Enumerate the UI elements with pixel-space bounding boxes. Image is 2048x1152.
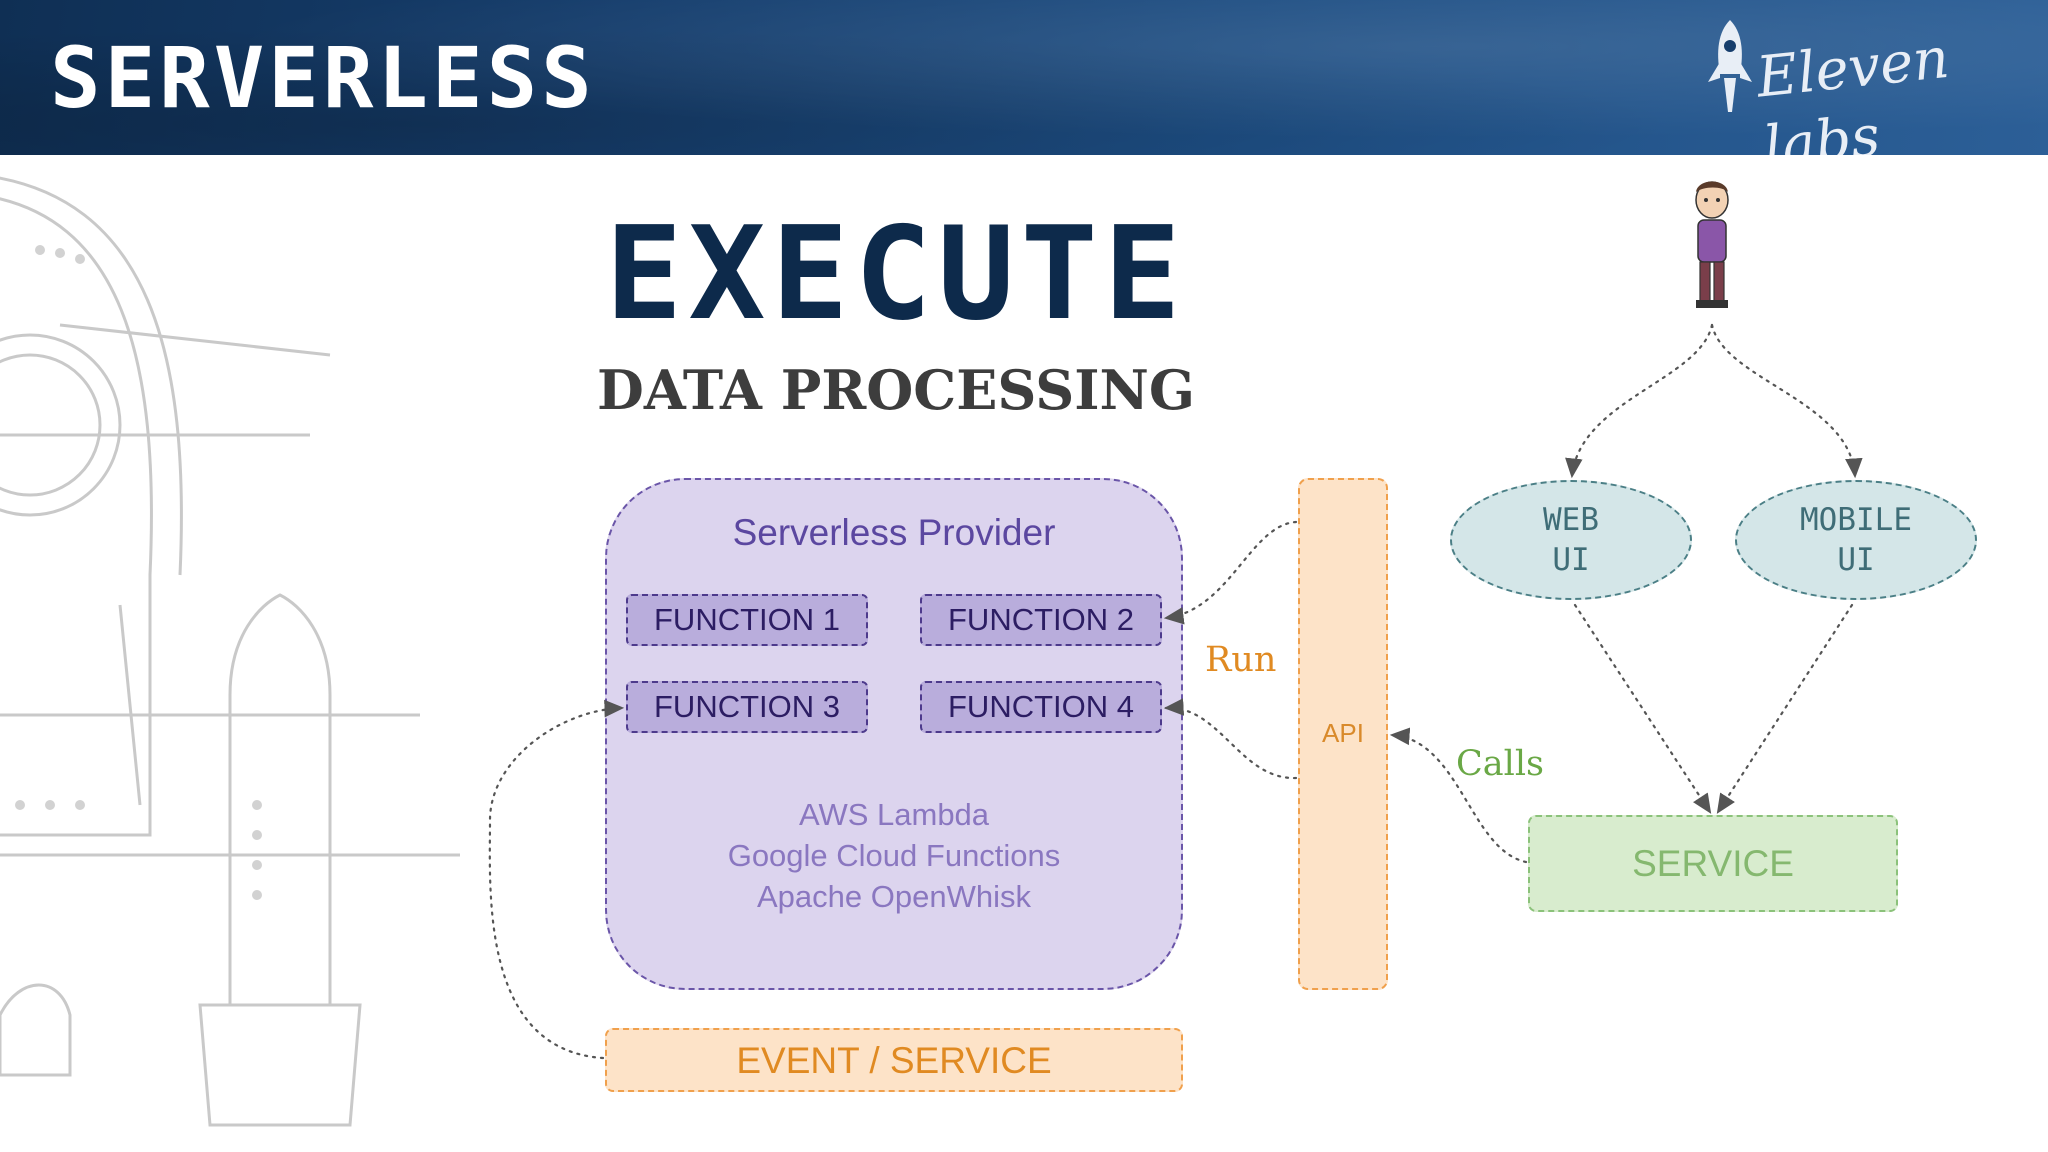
arrow-person-to-web-ui — [1565, 323, 1714, 479]
arrow-api-to-function-2 — [1163, 520, 1298, 625]
calls-edge-label: Calls — [1456, 744, 1544, 784]
event-service-label: EVENT / SERVICE — [736, 1040, 1052, 1081]
function-1-box: FUNCTION 1 — [626, 594, 868, 646]
function-3-box: FUNCTION 3 — [626, 681, 868, 733]
header-title: SERVERLESS — [50, 29, 596, 127]
web-ui-ellipse — [1450, 480, 1692, 600]
provider-example: Google Cloud Functions — [727, 838, 1061, 873]
header-banner: SERVERLESS Eleven labs — [0, 0, 2048, 155]
mobile-ui-label-line1: MOBILE — [1800, 502, 1912, 538]
api-label: API — [1322, 718, 1364, 748]
api-box — [1298, 478, 1388, 990]
function-4-box: FUNCTION 4 — [920, 681, 1162, 733]
service-label: SERVICE — [1632, 843, 1794, 884]
eleven-labs-logo: Eleven labs — [1700, 12, 2020, 155]
slide-subtitle: DATA PROCESSING — [597, 358, 1195, 422]
rocket-icon — [1708, 20, 1752, 112]
mobile-ui-label-line2: UI — [1837, 542, 1875, 578]
logo-text: Eleven labs — [1753, 25, 1953, 155]
event-service-box — [605, 1028, 1183, 1092]
serverless-provider-label: Serverless Provider — [732, 512, 1056, 553]
provider-examples-list: AWS Lambda Google Cloud Functions Apache… — [605, 794, 1183, 917]
function-2-box: FUNCTION 2 — [920, 594, 1162, 646]
header-texture — [0, 0, 2048, 155]
rocket-sketch-illustration — [0, 176, 460, 1127]
slide-title: EXECUTE — [605, 200, 1187, 349]
mobile-ui-ellipse — [1735, 480, 1977, 600]
provider-example: Apache OpenWhisk — [757, 879, 1031, 914]
arrow-web-ui-to-service — [1573, 603, 1712, 814]
run-edge-label: Run — [1205, 640, 1277, 680]
arrow-mobile-ui-to-service — [1716, 603, 1854, 814]
arrow-person-to-mobile-ui — [1710, 323, 1863, 479]
service-box — [1528, 815, 1898, 912]
provider-example: AWS Lambda — [798, 797, 990, 832]
person-icon — [1695, 181, 1729, 308]
web-ui-label-line2: UI — [1552, 542, 1590, 578]
arrow-api-to-function-4 — [1163, 698, 1298, 780]
web-ui-label-line1: WEB — [1543, 502, 1599, 538]
